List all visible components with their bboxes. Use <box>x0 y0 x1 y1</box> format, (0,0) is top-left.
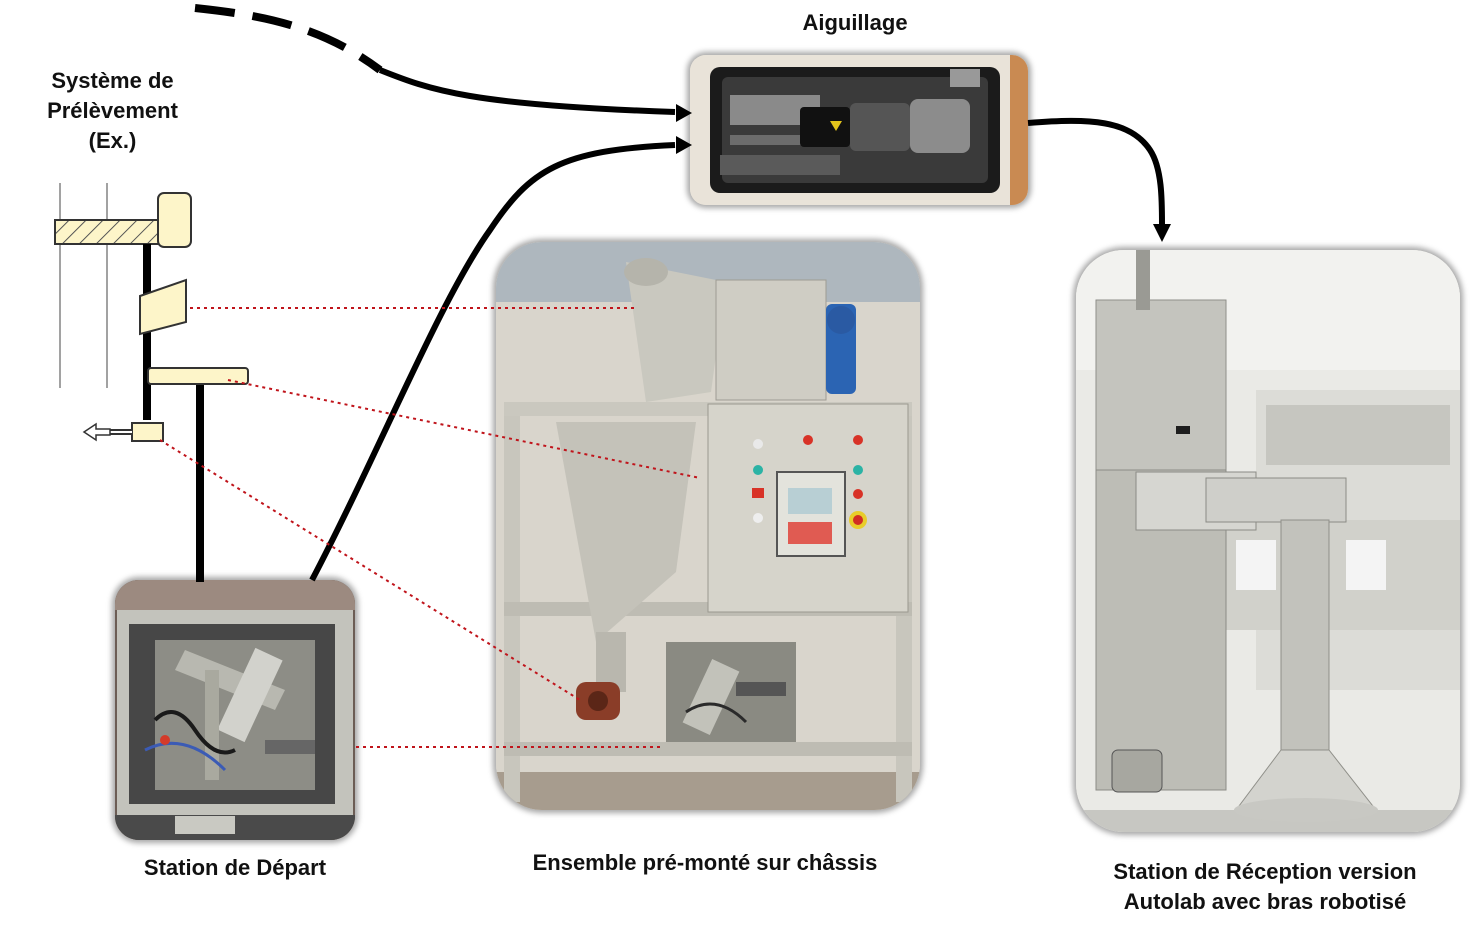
reception-station-label: Station de Réception version Autolab ave… <box>1060 857 1470 917</box>
incoming-dashed-line <box>194 4 383 74</box>
chassis-assembly-illustration <box>496 242 920 810</box>
valve-schematic <box>131 422 164 442</box>
dotted-link-valve <box>159 439 581 701</box>
screw-conveyor <box>54 219 166 245</box>
line-switch-to-reception <box>1027 117 1165 226</box>
line-departure-to-switch <box>309 142 676 582</box>
chassis-assembly-label: Ensemble pré-monté sur châssis <box>532 850 878 875</box>
sampling-system-line-1: Système de <box>51 68 174 93</box>
arrow-switch-lower-icon <box>676 136 692 154</box>
dotted-link-divider <box>227 379 701 479</box>
hopper-schematic <box>139 278 187 336</box>
arrow-switch-upper-icon <box>676 104 692 122</box>
departure-station-label: Station de Départ <box>143 855 327 880</box>
switch-label: Aiguillage <box>802 10 908 35</box>
arrow-reception-icon <box>1153 224 1171 242</box>
sampling-system-line-2: Prélèvement <box>47 98 178 123</box>
sampling-system-label: Système de Prélèvement (Ex.) <box>20 66 205 156</box>
reception-station-photo <box>1076 250 1460 832</box>
reception-station-line-2: Autolab avec bras robotisé <box>1123 889 1407 914</box>
departure-station-photo <box>115 580 355 840</box>
divider-schematic <box>147 367 249 385</box>
outlet-arrow-icon <box>82 422 111 442</box>
chassis-assembly-photo <box>496 242 920 810</box>
departure-station-illustration <box>115 580 355 840</box>
screw-motor <box>157 192 192 248</box>
switch-illustration <box>690 55 1028 205</box>
sampling-system-line-3: (Ex.) <box>88 128 137 153</box>
switch-photo <box>690 55 1028 205</box>
reception-station-line-1: Station de Réception version <box>1113 859 1417 884</box>
line-to-switch-upper <box>378 67 676 115</box>
reception-station-illustration <box>1076 250 1460 832</box>
